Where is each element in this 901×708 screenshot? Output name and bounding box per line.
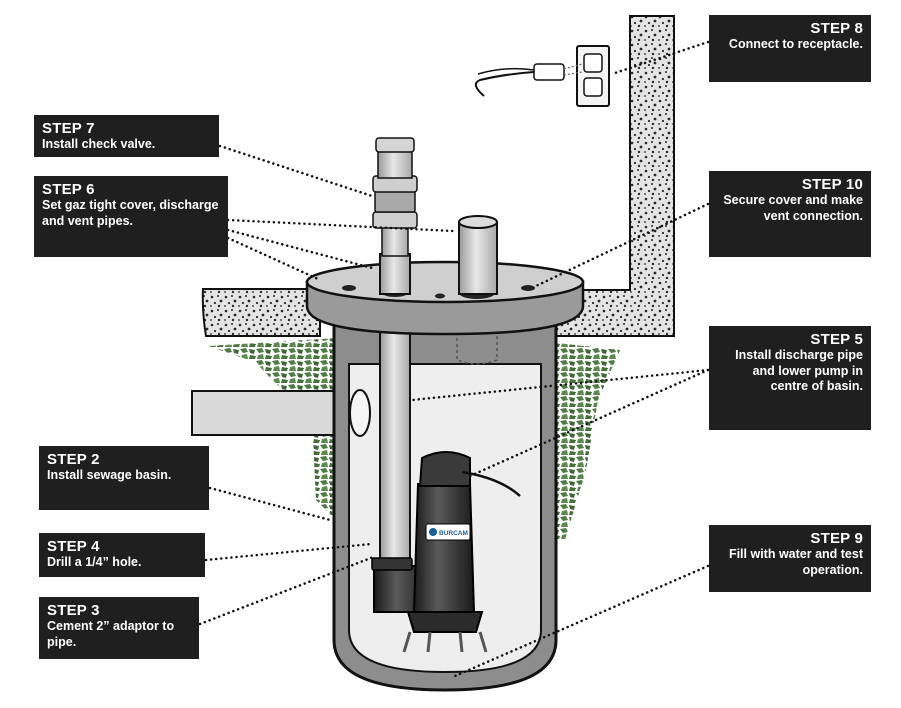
- step5-text: Install discharge pipe and lower pump in…: [735, 348, 863, 393]
- step3-label: STEP 3 Cement 2” adaptor to pipe.: [39, 597, 199, 659]
- step2-label: STEP 2 Install sewage basin.: [39, 446, 209, 510]
- leader-step4: [204, 542, 373, 562]
- step8-label: STEP 8 Connect to receptacle.: [709, 15, 871, 82]
- step9-title: STEP 9: [810, 530, 863, 547]
- step5-label: STEP 5 Install discharge pipe and lower …: [709, 326, 871, 430]
- step6-label: STEP 6 Set gaz tight cover, discharge an…: [34, 176, 228, 257]
- leader-step10: [534, 202, 710, 288]
- step6-title: STEP 6: [42, 181, 95, 198]
- concrete-floor-slab: [201, 288, 321, 337]
- step3-title: STEP 3: [47, 602, 100, 619]
- power-plug: [474, 63, 583, 97]
- step4-text: Drill a 1/4” hole.: [47, 555, 142, 569]
- step4-label: STEP 4 Drill a 1/4” hole.: [39, 533, 205, 577]
- discharge-pipe: [379, 297, 411, 569]
- leader-step7: [218, 144, 374, 198]
- step7-title: STEP 7: [42, 120, 95, 137]
- leader-step6-b: [226, 228, 374, 270]
- step2-title: STEP 2: [47, 451, 100, 468]
- gravel-fill-left: [208, 338, 338, 520]
- step2-text: Install sewage basin.: [47, 468, 172, 482]
- basin-cover-top: [305, 260, 585, 304]
- leader-step2: [208, 486, 332, 522]
- check-valve: [372, 137, 418, 257]
- vent-pipe: [458, 221, 498, 295]
- sewage-pump: BURCAM: [371, 451, 521, 653]
- step7-text: Install check valve.: [42, 137, 156, 151]
- step10-text: Secure cover and make vent connection.: [723, 193, 863, 223]
- step8-title: STEP 8: [810, 20, 863, 37]
- step7-label: STEP 7 Install check valve.: [34, 115, 219, 157]
- leader-step5-a: [410, 368, 710, 402]
- gravel-fill-right: [548, 342, 620, 540]
- step6-text: Set gaz tight cover, discharge and vent …: [42, 198, 219, 228]
- electrical-receptacle: [576, 45, 610, 107]
- step9-text: Fill with water and test operation.: [728, 547, 863, 577]
- step5-title: STEP 5: [810, 331, 863, 348]
- leader-step8: [610, 40, 710, 76]
- step8-text: Connect to receptacle.: [728, 37, 863, 51]
- step10-title: STEP 10: [801, 176, 863, 193]
- step9-label: STEP 9 Fill with water and test operatio…: [709, 525, 871, 592]
- leader-step6-c: [226, 236, 320, 281]
- step3-text: Cement 2” adaptor to pipe.: [47, 619, 175, 649]
- step10-label: STEP 10 Secure cover and make vent conne…: [709, 171, 871, 257]
- pump-brand-label: BURCAM: [439, 530, 468, 537]
- leader-step3: [198, 554, 378, 626]
- leader-step9: [453, 564, 710, 678]
- leader-step6-a: [226, 218, 455, 233]
- step4-title: STEP 4: [47, 538, 100, 555]
